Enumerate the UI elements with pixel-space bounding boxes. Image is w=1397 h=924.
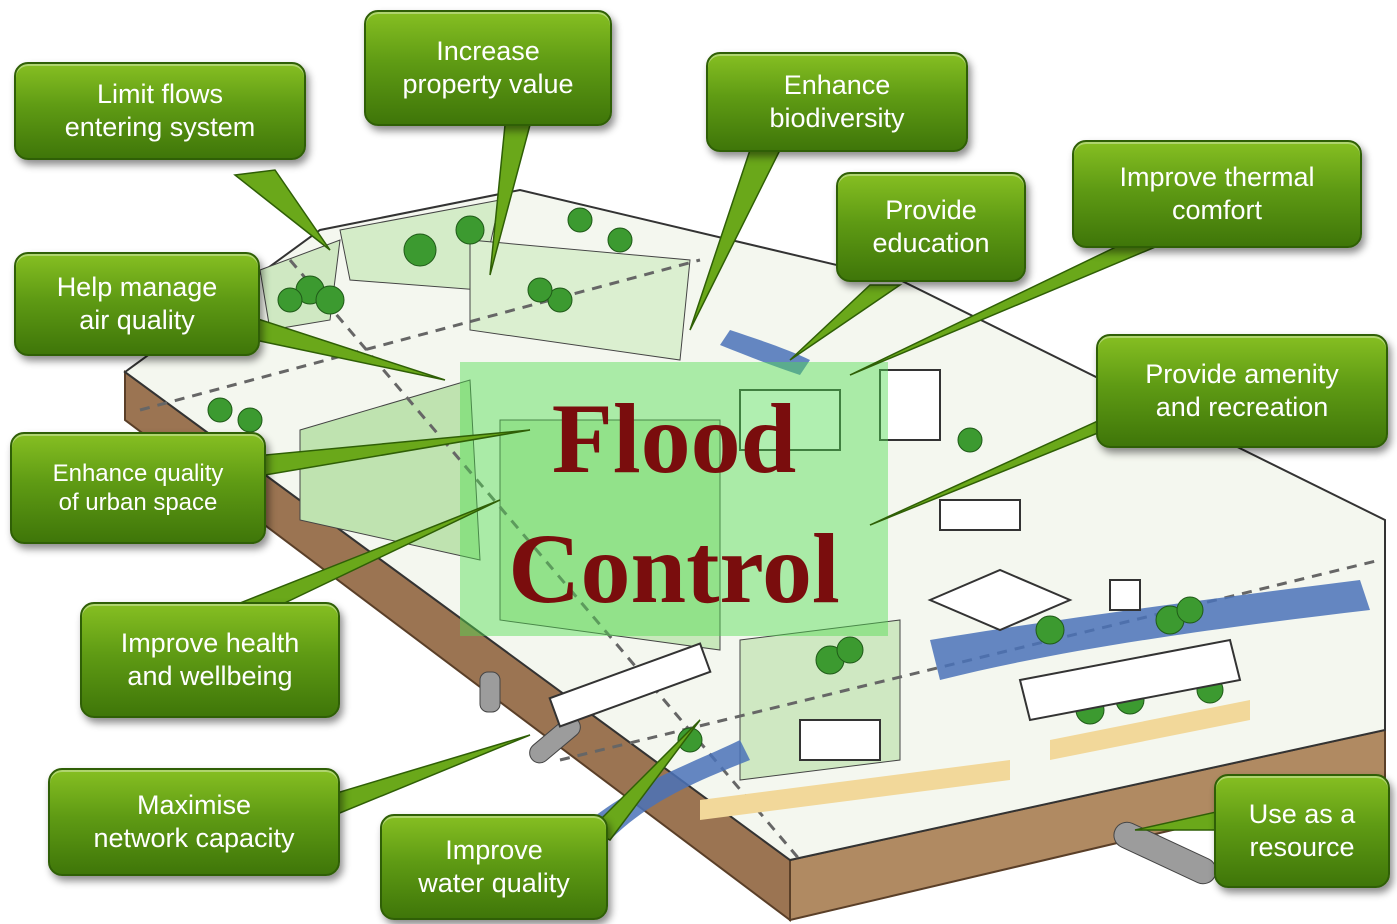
callout-improve-thermal: Improve thermal comfort (1072, 140, 1362, 248)
callout-label: Increase property value (402, 36, 574, 99)
callout-increase-property: Increase property value (364, 10, 612, 126)
callout-improve-water: Improve water quality (380, 814, 608, 920)
callout-label: Maximise network capacity (93, 790, 295, 853)
callout-enhance-biodiversity: Enhance biodiversity (706, 52, 968, 152)
callout-label: Improve health and wellbeing (120, 628, 300, 691)
callout-label: Use as a resource (1248, 799, 1356, 862)
river (720, 330, 810, 375)
callout-label: Enhance quality of urban space (52, 459, 224, 516)
callout-provide-education: Provide education (836, 172, 1026, 282)
callout-label: Improve water quality (418, 835, 570, 898)
sand-strip (1050, 700, 1250, 760)
flood-control-title: Flood Control (508, 383, 840, 624)
callout-help-air-quality: Help manage air quality (14, 252, 260, 356)
sand-strip (700, 760, 1010, 820)
callout-label: Improve thermal comfort (1119, 162, 1315, 225)
callout-improve-health: Improve health and wellbeing (80, 602, 340, 718)
callout-enhance-urban-space: Enhance quality of urban space (10, 432, 266, 544)
callout-label: Limit flows entering system (64, 79, 256, 142)
callout-label: Provide education (872, 195, 990, 258)
callout-label: Enhance biodiversity (769, 70, 905, 133)
callout-label: Provide amenity and recreation (1145, 359, 1339, 422)
callout-maximise-network: Maximise network capacity (48, 768, 340, 876)
callout-limit-flows: Limit flows entering system (14, 62, 306, 160)
pipe (479, 671, 501, 713)
callout-use-as-resource: Use as a resource (1214, 774, 1390, 888)
callout-provide-amenity: Provide amenity and recreation (1096, 334, 1388, 448)
flood-control-highlight (460, 362, 888, 636)
callout-label: Help manage air quality (56, 272, 218, 335)
river (930, 580, 1370, 680)
